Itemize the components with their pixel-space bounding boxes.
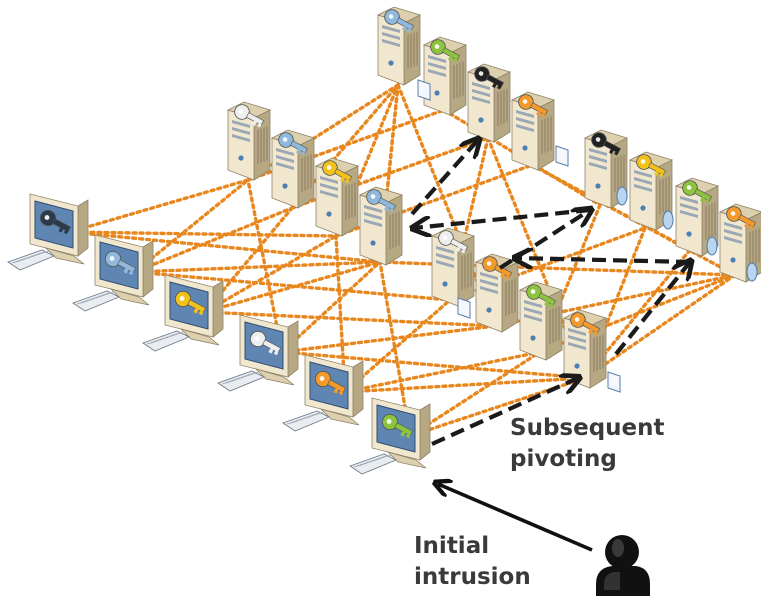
dotted-link <box>280 350 587 380</box>
pivot-arrow <box>431 378 578 446</box>
subsequent-pivoting-line1: Subsequent <box>510 415 665 441</box>
server-icon <box>226 101 272 181</box>
dotted-link <box>408 350 542 438</box>
key-icon <box>636 154 667 178</box>
server-icon <box>518 281 564 361</box>
dotted-link <box>133 206 294 274</box>
server-icon <box>422 36 468 116</box>
key-icon <box>474 66 505 90</box>
initial-intrusion-line2: intrusion <box>414 564 531 590</box>
initial-intrusion-arrow <box>438 484 593 552</box>
workstation-icon <box>72 234 154 312</box>
server-icon <box>718 203 761 283</box>
key-icon <box>570 312 601 336</box>
pivot-arrow <box>410 140 478 216</box>
key-icon <box>381 413 414 439</box>
disk-icon <box>616 186 628 206</box>
dotted-link <box>246 178 284 354</box>
pivot-arrow <box>516 258 691 262</box>
subsequent-pivoting-line2: pivoting <box>510 446 617 472</box>
server-icon <box>583 129 629 209</box>
dotted-link <box>133 260 382 274</box>
document-icon <box>417 79 431 101</box>
key-icon <box>39 209 72 235</box>
dotted-link <box>280 324 497 354</box>
dotted-link <box>68 230 338 238</box>
key-icon <box>482 256 513 280</box>
key-icon <box>518 94 549 118</box>
devices-layer <box>7 6 761 475</box>
dotted-link <box>68 230 382 264</box>
initial-intrusion-label: Initial intrusion <box>414 531 531 593</box>
key-icon <box>430 39 461 63</box>
workstation-icon <box>349 397 431 475</box>
pivot-arrows-layer <box>410 140 691 552</box>
key-icon <box>104 250 137 276</box>
document-icon <box>607 371 621 393</box>
server-icon <box>474 253 520 333</box>
initial-intrusion-line1: Initial <box>414 533 490 559</box>
key-icon <box>249 330 282 356</box>
server-icon <box>562 309 608 389</box>
dotted-link <box>583 273 737 380</box>
dotted-link <box>343 350 542 394</box>
server-icon <box>270 129 316 209</box>
dotted-link <box>334 234 347 394</box>
server-icon <box>376 6 422 86</box>
server-icon <box>314 157 360 237</box>
key-icon <box>234 104 265 128</box>
dotted-link <box>203 260 382 314</box>
key-icon <box>314 370 347 396</box>
dotted-link <box>203 310 497 328</box>
key-icon <box>438 230 469 254</box>
document-icon <box>457 297 471 319</box>
workstation-icon <box>282 354 364 432</box>
workstation-icon <box>142 274 224 352</box>
attacker-person-icon <box>596 535 650 596</box>
server-icon <box>674 177 720 257</box>
subsequent-pivoting-label: Subsequent pivoting <box>510 413 665 475</box>
workstation-icon <box>7 193 89 271</box>
pivot-arrow <box>414 207 591 228</box>
server-icon <box>628 151 674 231</box>
key-icon <box>591 132 622 156</box>
disk-icon <box>706 236 718 256</box>
key-icon <box>682 180 713 204</box>
key-icon <box>174 290 207 316</box>
key-icon <box>726 206 757 230</box>
dotted-link <box>203 234 338 314</box>
server-icon <box>430 227 476 307</box>
server-icon <box>358 186 404 266</box>
dotted-link <box>133 178 250 274</box>
disk-icon <box>662 210 674 230</box>
key-icon <box>322 160 353 184</box>
key-icon <box>366 189 397 213</box>
pivot-arrow <box>498 210 590 270</box>
key-icon <box>278 132 309 156</box>
disk-icon <box>746 262 758 282</box>
dotted-link <box>68 178 250 234</box>
key-icon <box>384 9 415 33</box>
document-icon <box>555 145 569 167</box>
workstation-icon <box>217 314 299 392</box>
server-icon <box>510 91 556 171</box>
server-icon <box>466 63 512 143</box>
key-icon <box>526 284 557 308</box>
dotted-link <box>343 376 587 394</box>
